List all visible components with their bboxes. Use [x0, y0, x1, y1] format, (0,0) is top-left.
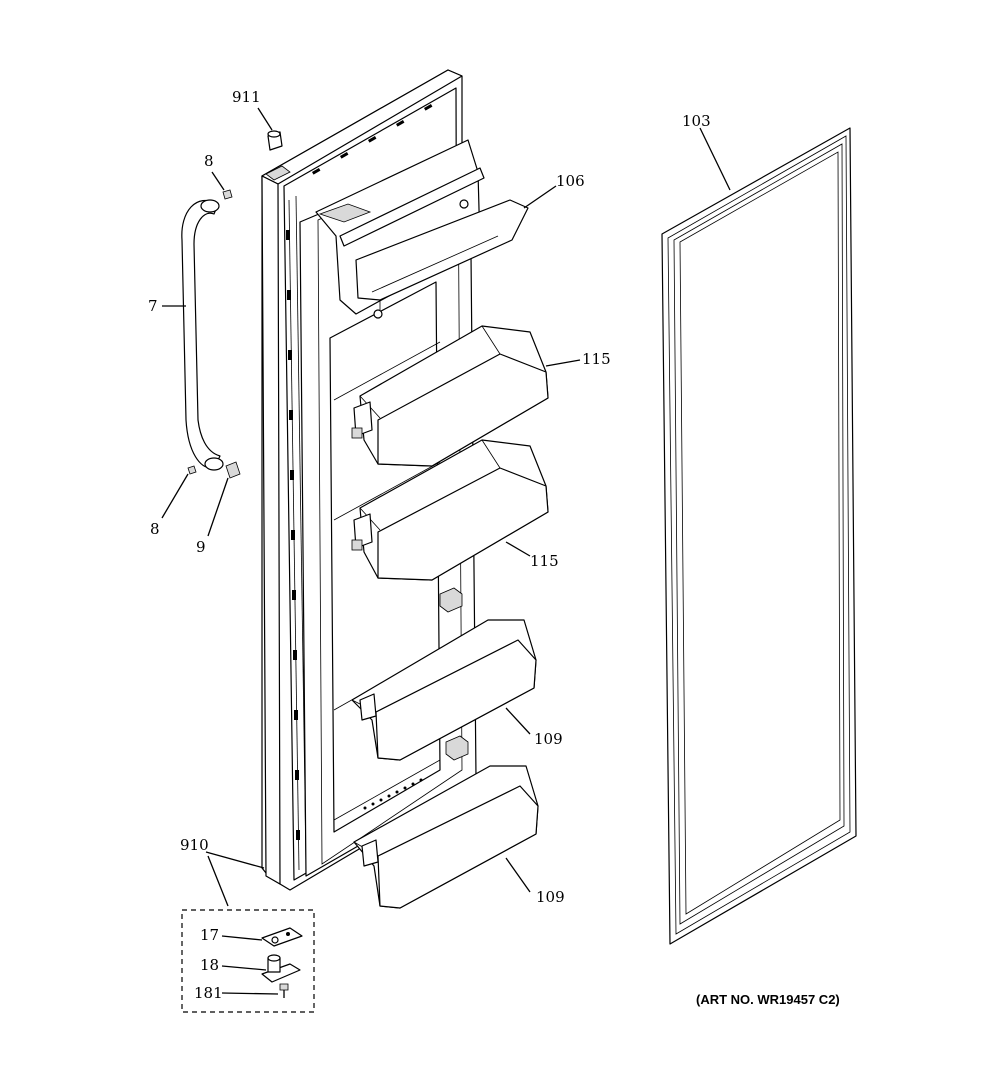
callout-17: 17: [200, 926, 219, 944]
hinge-parts-group: [181, 909, 315, 1013]
callout-18: 18: [200, 956, 219, 974]
callout-8-bottom: 8: [150, 520, 160, 538]
callout-7: 7: [148, 297, 158, 315]
callout-106: 106: [556, 172, 585, 190]
hinge-screw-181: [279, 983, 289, 998]
callout-911: 911: [232, 88, 261, 106]
callout-8-top: 8: [204, 152, 214, 170]
callout-910: 910: [180, 836, 209, 854]
screw-8-top: [222, 189, 233, 200]
door-bin-115-upper: [351, 325, 549, 467]
callout-labels: 911 8 7 8 9 106 115 115 109 109 103 910 …: [148, 88, 711, 1002]
art-number: (ART NO. WR19457 C2): [696, 992, 840, 1007]
door-bin-109-lower: [353, 765, 539, 909]
hinge-plate-17: [261, 927, 303, 947]
top-bin-106: [315, 139, 529, 319]
callout-9: 9: [196, 538, 206, 556]
screw-8-bottom: [187, 465, 197, 475]
cap-911: [267, 130, 283, 151]
hinge-pin-18: [261, 954, 301, 983]
callout-115-bottom: 115: [530, 552, 559, 570]
callout-103: 103: [682, 112, 711, 130]
callout-115-top: 115: [582, 350, 611, 368]
door-handle-7: [181, 199, 224, 471]
door-bin-109-upper: [351, 619, 537, 761]
callout-109-bottom: 109: [536, 888, 565, 906]
screw-9: [225, 461, 241, 479]
door-gasket-103: [661, 127, 857, 945]
callout-109-top: 109: [534, 730, 563, 748]
callout-181: 181: [194, 984, 223, 1002]
door-bin-115-lower: [351, 439, 549, 581]
leader-lines: [161, 107, 731, 995]
hinge-group-dashed-box: [181, 909, 315, 1013]
